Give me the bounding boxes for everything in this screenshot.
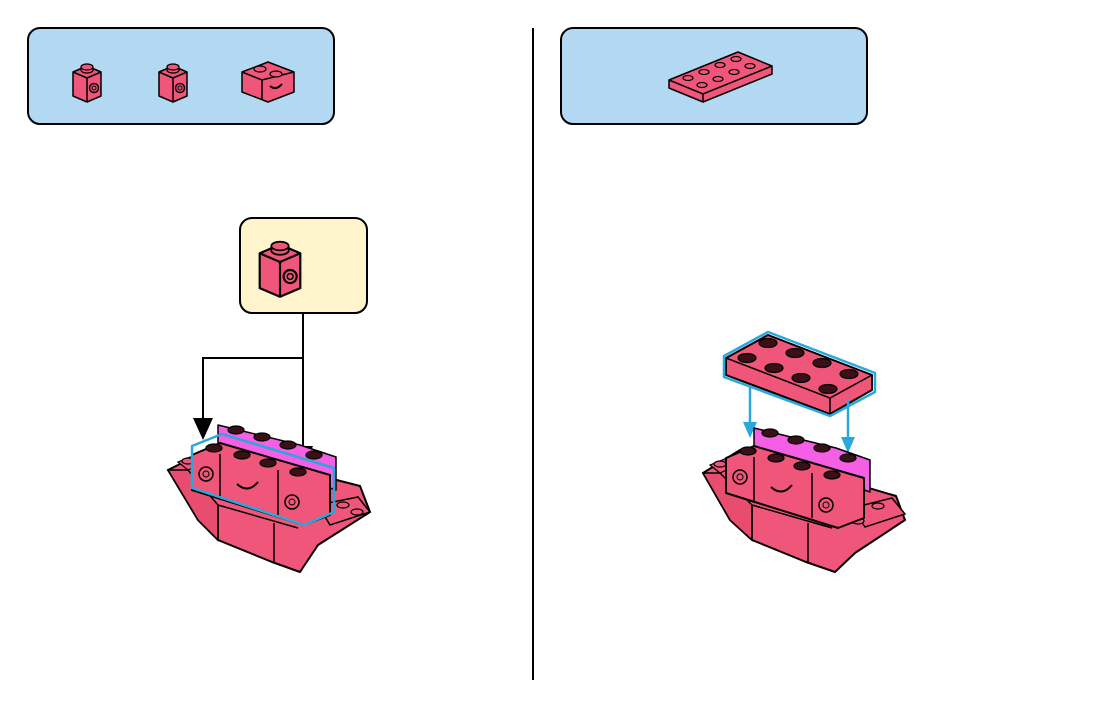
callout-box [240,218,367,313]
plate-2x4-being-added [724,332,875,416]
arrow-head [193,418,213,440]
part-brick-1x1-with-side-stud [73,64,101,102]
callout-part-brick-1x1 [260,242,301,297]
boat-model [703,428,905,572]
step-2 [561,28,905,572]
boat-model [168,425,370,572]
parts-list-box [561,28,867,124]
parts-list-box [28,28,334,124]
part-brick-1x1-with-side-stud [159,64,187,102]
step-1 [28,28,370,572]
